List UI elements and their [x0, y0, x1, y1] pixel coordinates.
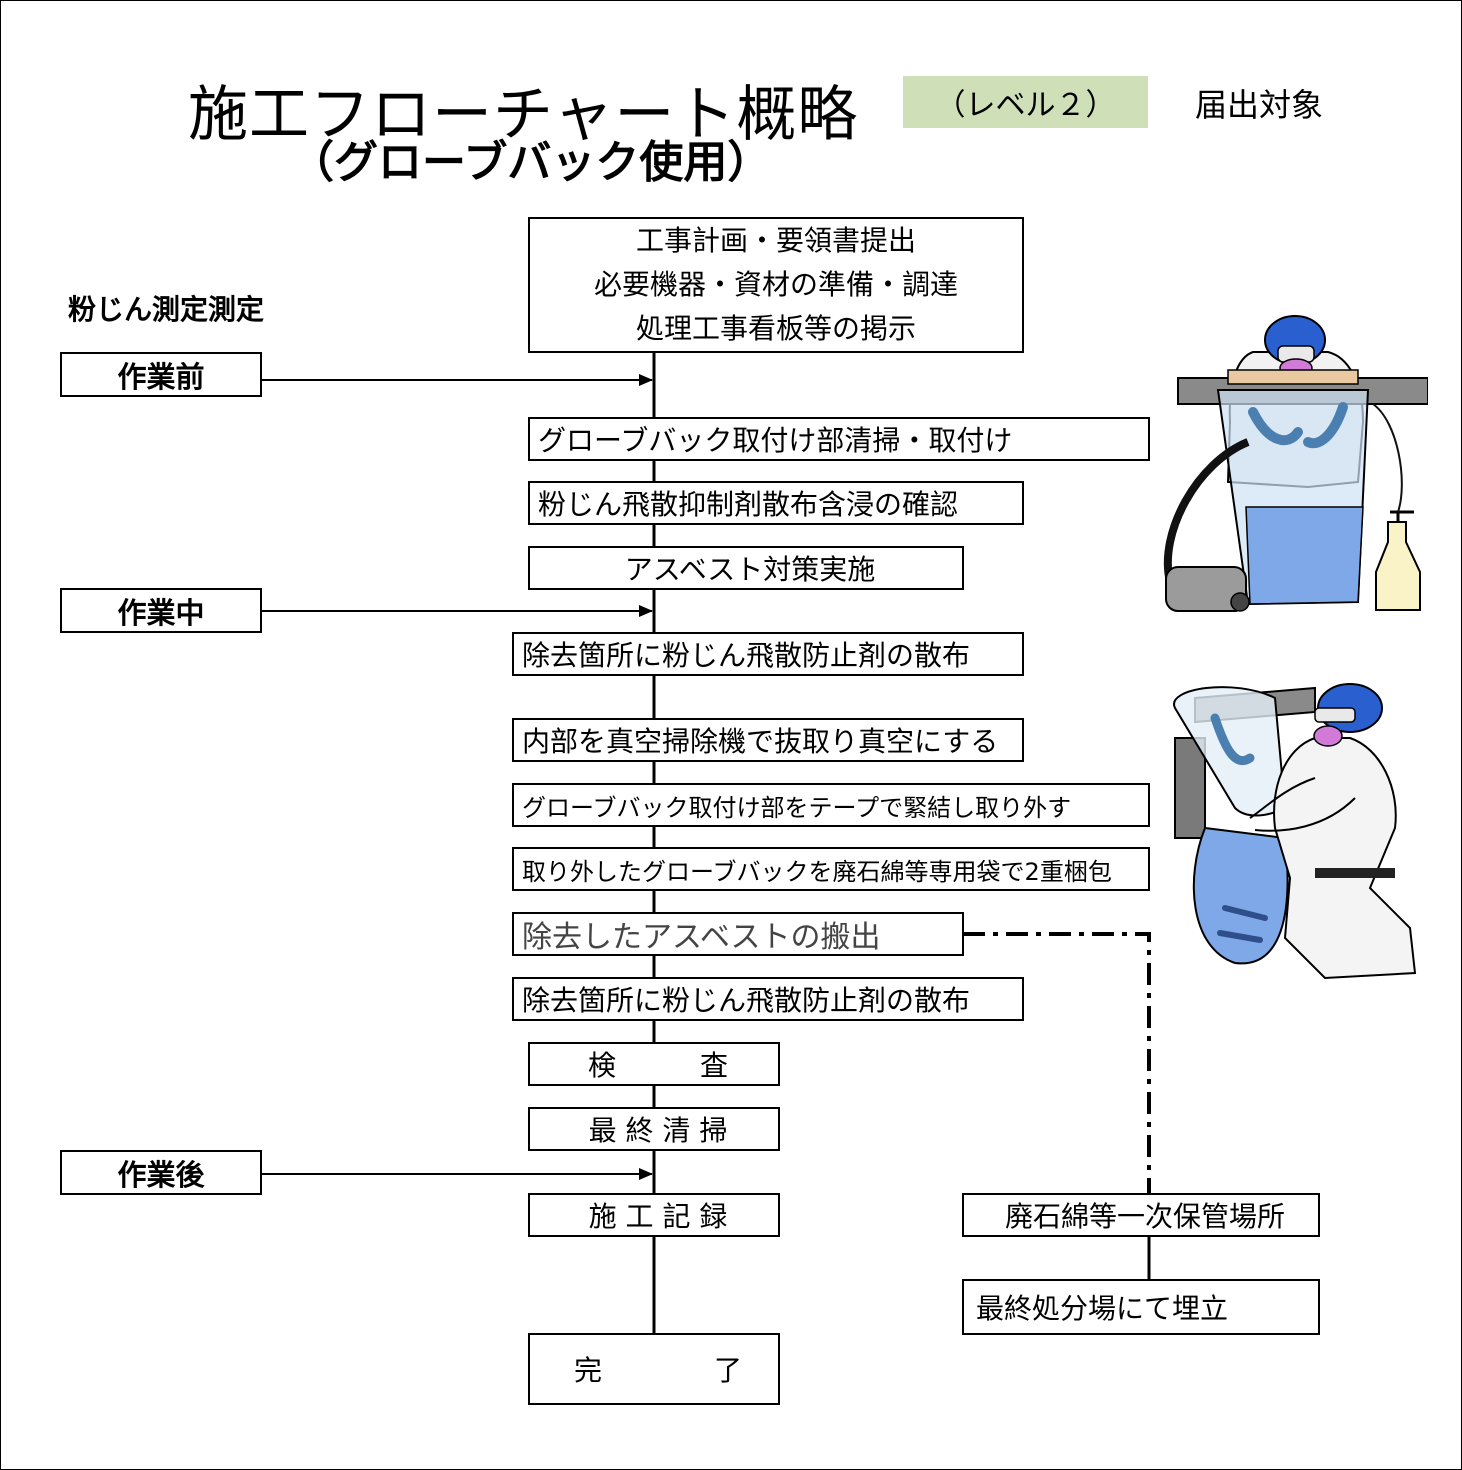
phase-after-box: 作業後: [60, 1150, 262, 1195]
step-spray-1: 除去箇所に粉じん飛散防止剤の散布: [512, 632, 1024, 676]
step-glovebag-install: グローブバック取付け部清掃・取付け: [528, 417, 1150, 461]
bagging-work-illustration: [1173, 683, 1417, 980]
step-record: 施 工 記 録: [528, 1193, 780, 1237]
vacuum-cleaner-icon: [1165, 566, 1247, 612]
disposal-bag-icon: [1192, 826, 1289, 965]
disposal-dash-line: [963, 932, 1151, 1193]
phase-before-box: 作業前: [60, 352, 262, 397]
sprayer-bottle-icon: [1375, 521, 1421, 611]
step-final-cleaning: 最 終 清 掃: [528, 1107, 780, 1151]
planning-line-2: 必要機器・資材の準備・調達: [593, 268, 958, 301]
step-asbestos-measures: アスベスト対策実施: [528, 546, 964, 590]
phase-during-box: 作業中: [60, 588, 262, 633]
level-badge: （レベル２）: [903, 76, 1148, 128]
step-spray-2: 除去箇所に粉じん飛散防止剤の散布: [512, 977, 1024, 1021]
page-subtitle: （グローブバック使用）: [290, 137, 772, 188]
planning-line-3: 処理工事看板等の掲示: [635, 312, 916, 345]
step-vacuum: 内部を真空掃除機で抜取り真空にする: [512, 718, 1024, 762]
step-tape-remove: グローブバック取付け部をテープで緊結し取り外す: [512, 783, 1150, 827]
step-double-bag: 取り外したグローブバックを廃石綿等専用袋で2重梱包: [512, 847, 1150, 891]
page-title: 施工フローチャート概略: [188, 80, 859, 150]
glovebag-work-illustration: [1163, 315, 1428, 612]
step-inspection: 検 査: [528, 1042, 780, 1086]
disposal-landfill-box: 最終処分場にて埋立: [962, 1279, 1320, 1335]
step-suppressant-check: 粉じん飛散抑制剤散布含浸の確認: [528, 481, 1024, 525]
notification-label: 届出対象: [1195, 86, 1324, 124]
dust-measurement-heading: 粉じん測定測定: [68, 293, 265, 326]
step-carry-out: 除去したアスベストの搬出: [512, 912, 964, 956]
disposal-storage-box: 廃石綿等一次保管場所: [962, 1193, 1320, 1237]
respirator-icon: [1313, 725, 1343, 747]
planning-box: 工事計画・要領書提出 必要機器・資材の準備・調達 処理工事看板等の掲示: [528, 217, 1024, 353]
step-complete: 完 了: [528, 1333, 780, 1405]
planning-line-1: 工事計画・要領書提出: [635, 224, 916, 257]
